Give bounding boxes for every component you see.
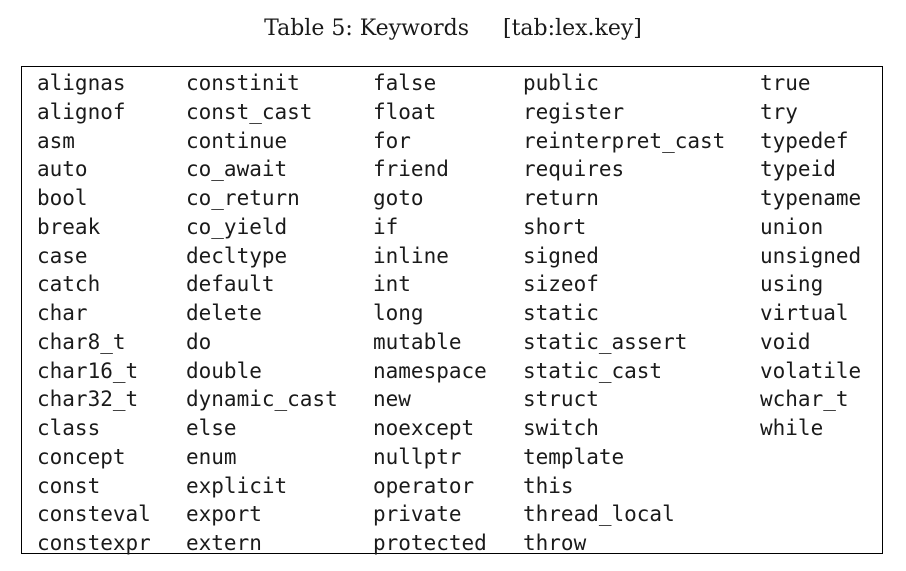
keyword-cell: co_await: [186, 157, 288, 182]
keyword-cell: class: [37, 416, 101, 440]
keyword-cell: public: [523, 71, 599, 95]
keyword-cell: operator: [373, 473, 475, 498]
keyword-cell: goto: [373, 186, 424, 210]
keyword-cell: sizeof: [523, 272, 599, 297]
keyword-cell: typeid: [760, 157, 836, 182]
keyword-cell: wchar_t: [760, 387, 849, 412]
keyword-cell: char32_t: [37, 387, 139, 412]
keyword-cell: export: [186, 502, 262, 527]
table-column-2: constinit const_cast continue co_await co_re…: [186, 67, 338, 558]
keyword-cell: true: [760, 71, 811, 95]
keyword-cell: short: [523, 214, 587, 239]
keyword-cell: int: [373, 272, 411, 297]
keyword-cell: this: [523, 473, 574, 498]
keyword-cell: nullptr: [373, 444, 462, 469]
keyword-cell: typename: [760, 186, 862, 210]
keyword-cell: do: [186, 329, 212, 354]
keyword-cell: friend: [373, 157, 449, 182]
keyword-cell: const: [37, 473, 101, 498]
keyword-cell: double: [186, 358, 262, 383]
keyword-cell: false: [373, 71, 437, 95]
keyword-cell: try: [760, 99, 798, 124]
table-column-3: false float for friend goto if inline int long mu…: [373, 67, 487, 558]
keyword-cell: unsigned: [760, 243, 862, 268]
keyword-cell: reinterpret_cast: [523, 128, 726, 153]
keyword-cell: dynamic_cast: [186, 387, 338, 412]
keyword-cell: return: [523, 186, 599, 210]
keyword-cell: alignof: [37, 99, 126, 124]
table-column-4: public register reinterpret_cast requires re…: [523, 67, 725, 558]
table-column-1: alignas alignof asm auto bool break case catch c…: [37, 67, 151, 558]
keyword-cell: void: [760, 329, 811, 354]
keyword-cell: static_cast: [523, 358, 663, 383]
keyword-cell: co_yield: [186, 214, 288, 239]
keyword-cell: signed: [523, 243, 599, 268]
keyword-cell: decltype: [186, 243, 288, 268]
keyword-cell: break: [37, 214, 101, 239]
keyword-cell: default: [186, 272, 275, 297]
keyword-cell: private: [373, 502, 462, 527]
keyword-cell: union: [760, 214, 824, 239]
keyword-cell: while: [760, 416, 824, 440]
keyword-cell: float: [373, 99, 437, 124]
keyword-cell: concept: [37, 444, 126, 469]
table-column-5: true try typedef typeid typename union unsigne…: [760, 67, 861, 443]
keyword-cell: auto: [37, 157, 88, 182]
keyword-cell: static_assert: [523, 329, 688, 354]
keyword-cell: constexpr: [37, 531, 151, 555]
keywords-table: alignas alignof asm auto bool break case catch c…: [21, 66, 883, 555]
table-caption-label: Table 5: Keywords: [264, 16, 469, 41]
keyword-cell: requires: [523, 157, 625, 182]
keyword-cell: struct: [523, 387, 599, 412]
table-caption: Table 5: Keywords [tab:lex.key]: [0, 13, 906, 45]
keyword-cell: static: [523, 301, 599, 325]
keyword-cell: noexcept: [373, 416, 475, 440]
keyword-cell: throw: [523, 531, 587, 555]
keyword-cell: bool: [37, 186, 88, 210]
keyword-cell: catch: [37, 272, 101, 297]
keyword-cell: extern: [186, 531, 262, 555]
keyword-cell: protected: [373, 531, 487, 555]
keyword-cell: switch: [523, 416, 599, 440]
keyword-cell: namespace: [373, 358, 487, 383]
keyword-cell: virtual: [760, 301, 849, 325]
keyword-cell: for: [373, 128, 411, 153]
keyword-cell: char8_t: [37, 329, 126, 354]
keyword-cell: explicit: [186, 473, 288, 498]
keyword-cell: thread_local: [523, 502, 675, 527]
keyword-cell: using: [760, 272, 824, 297]
keyword-cell: char16_t: [37, 358, 139, 383]
keyword-cell: inline: [373, 243, 449, 268]
keyword-cell: template: [523, 444, 625, 469]
table-reference: [tab:lex.key]: [503, 16, 642, 41]
keyword-cell: register: [523, 99, 625, 124]
keyword-cell: new: [373, 387, 411, 412]
keyword-cell: continue: [186, 128, 288, 153]
keyword-cell: long: [373, 301, 424, 325]
keyword-cell: volatile: [760, 358, 862, 383]
keyword-cell: mutable: [373, 329, 462, 354]
keyword-cell: consteval: [37, 502, 151, 527]
keyword-cell: co_return: [186, 186, 300, 210]
keyword-cell: else: [186, 416, 237, 440]
keyword-cell: if: [373, 214, 399, 239]
keyword-cell: enum: [186, 444, 237, 469]
keyword-cell: typedef: [760, 128, 849, 153]
keyword-cell: case: [37, 243, 88, 268]
keyword-cell: delete: [186, 301, 262, 325]
keyword-cell: asm: [37, 128, 75, 153]
keyword-cell: char: [37, 301, 88, 325]
keyword-cell: const_cast: [186, 99, 313, 124]
keyword-cell: alignas: [37, 71, 126, 95]
keyword-cell: constinit: [186, 71, 300, 95]
